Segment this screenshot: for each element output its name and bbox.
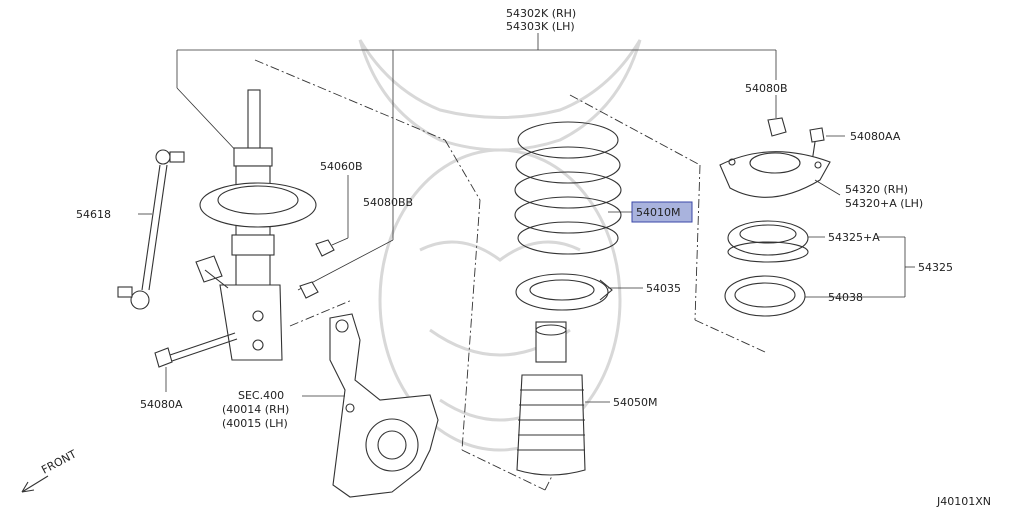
label-strut-lh[interactable]: 54303K (LH) [506,20,575,33]
label-bearing[interactable]: 54325+A [828,231,880,244]
label-stabilizer-link[interactable]: 54618 [76,208,111,221]
label-bearing-seat[interactable]: 54038 [828,291,863,304]
label-sec[interactable]: SEC.400 [238,389,284,402]
label-seat-lower[interactable]: 54035 [646,282,681,295]
lower-spring-seat[interactable] [515,273,613,311]
label-mount-rh[interactable]: 54320 (RH) [845,183,908,196]
label-bearing-kit[interactable]: 54325 [918,261,953,274]
label-spring[interactable]: 54010M [636,206,680,219]
label-bolt-low[interactable]: 54080A [140,398,183,411]
bump-boot[interactable] [516,321,586,476]
label-bolt-mid[interactable]: 54080BB [363,196,413,209]
label-front: FRONT [39,447,79,476]
link-nut[interactable] [315,239,335,257]
exploded-frame-center [254,59,766,491]
label-bump-boot[interactable]: 54050M [613,396,657,409]
diagram-id: J40101XN [936,495,991,508]
label-leaders [138,95,915,403]
top-nut[interactable] [767,117,787,137]
steering-knuckle[interactable] [329,313,439,498]
front-arrow-icon [21,475,49,493]
label-nut-top[interactable]: 54080B [745,82,788,95]
label-strut-rh[interactable]: 54302K (RH) [506,7,576,20]
mid-nut[interactable] [299,281,319,299]
strut-assembly-bracket [176,33,777,291]
coil-spring[interactable] [514,121,622,255]
label-bolt-top[interactable]: 54080AA [850,130,901,143]
strut-bearing[interactable] [727,220,809,263]
label-link-nut[interactable]: 54060B [320,160,363,173]
watermark-emblem [358,39,642,452]
label-knuckle-lh[interactable]: (40015 (LH) [222,417,288,430]
strut-mount[interactable] [719,151,831,198]
label-mount-lh[interactable]: 54320+A (LH) [845,197,923,210]
label-knuckle-rh[interactable]: (40014 (RH) [222,403,289,416]
stabilizer-link[interactable] [117,149,185,310]
bearing-seat[interactable] [724,275,806,317]
strut-lower-bolt[interactable] [154,332,238,368]
strut-assembly[interactable] [195,89,317,361]
